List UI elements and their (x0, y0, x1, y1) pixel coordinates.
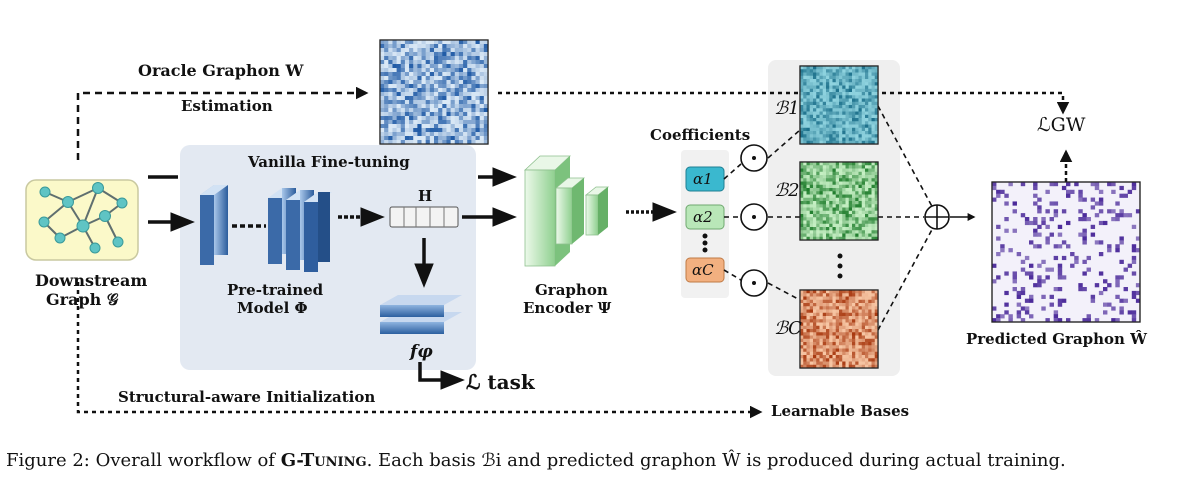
downstream-graph-icon (25, 179, 139, 261)
h-label: H (418, 187, 433, 205)
alpha-1-label: α1 (693, 170, 713, 188)
downstream-graph-label-1: Downstream (35, 271, 148, 290)
pretrained-model-label-2: Model Φ (237, 299, 308, 317)
basis-c-label: ℬC (774, 318, 802, 339)
alpha-2-label: α2 (693, 208, 713, 226)
basis-2-label: ℬ2 (774, 180, 800, 201)
pretrained-model-layers (200, 185, 332, 272)
vanilla-finetuning-label: Vanilla Fine-tuning (248, 153, 410, 171)
odot-c-icon (740, 269, 768, 297)
f-phi-label: fφ (410, 342, 433, 362)
h-vector (389, 206, 459, 228)
l-gw-label: ℒGW (1037, 114, 1086, 136)
graphon-encoder (523, 155, 610, 267)
alpha-c-label: αC (692, 261, 714, 279)
figure-caption: Figure 2: Overall workflow of G-Tuning. … (6, 450, 1186, 471)
downstream-graph-label-2: Graph 𝒢 (46, 290, 119, 309)
estimation-arrow (76, 86, 369, 160)
oplus-icon (924, 204, 950, 230)
ellipsis-dots (702, 233, 708, 253)
structural-init-arrow (76, 282, 763, 419)
oracle-graphon-label: Oracle Graphon W (138, 61, 304, 80)
graphon-encoder-label-2: Encoder Ψ (523, 299, 612, 317)
l-task-label: ℒ task (466, 370, 535, 394)
structural-init-label: Structural-aware Initialization (118, 388, 376, 406)
predicted-graphon-label: Predicted Graphon Ŵ (966, 330, 1148, 348)
bases-ellipsis (837, 253, 843, 279)
caption-prefix: Figure 2: Overall workflow of (6, 450, 281, 471)
predicted-graphon-heatmap (991, 181, 1141, 323)
caption-method: G-Tuning (280, 450, 367, 471)
basis-1-heatmap (799, 65, 879, 145)
basis-2-heatmap (799, 161, 879, 241)
coefficients-label: Coefficients (650, 126, 751, 144)
learnable-bases-label: Learnable Bases (771, 402, 910, 420)
basis-c-heatmap (799, 289, 879, 369)
oracle-graphon-heatmap (379, 39, 489, 145)
graphon-encoder-label-1: Graphon (535, 281, 608, 299)
head-to-loss-arrow (418, 362, 465, 390)
odot-1-icon (740, 144, 768, 172)
oracle-to-loss-arrow (498, 91, 1070, 115)
pretrained-model-label-1: Pre-trained (227, 281, 324, 299)
odot-2-icon (740, 203, 768, 231)
estimation-label: Estimation (181, 97, 273, 115)
basis-1-label: ℬ1 (774, 98, 800, 119)
task-head (380, 295, 462, 334)
caption-suffix: . Each basis ℬi and predicted graphon Ŵ … (366, 450, 1066, 471)
